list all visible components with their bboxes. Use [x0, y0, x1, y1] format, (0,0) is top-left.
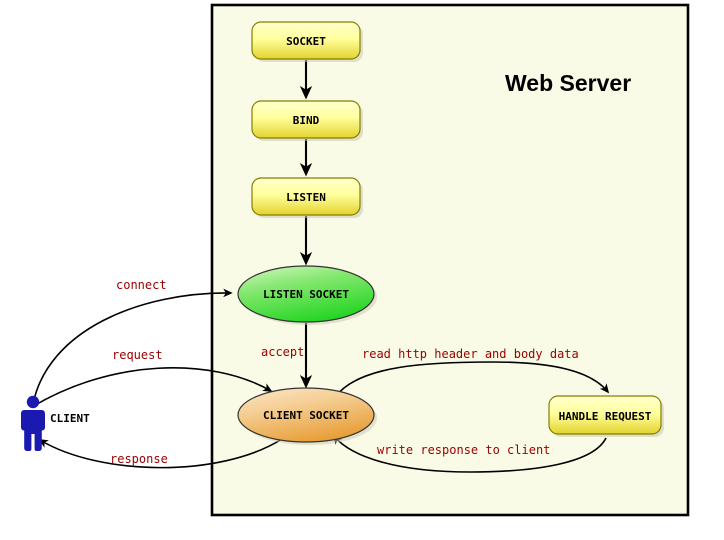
- edge-read-http: read http header and body data: [335, 347, 610, 397]
- person-icon: [21, 395, 45, 451]
- node-socket-label: SOCKET: [286, 35, 326, 48]
- edge-response: response: [38, 438, 283, 469]
- edge-connect-label: connect: [116, 278, 167, 292]
- node-handle-request-label: HANDLE REQUEST: [559, 410, 652, 423]
- node-client-socket-label: CLIENT SOCKET: [263, 409, 349, 422]
- node-listen-socket[interactable]: LISTEN SOCKET: [237, 265, 377, 325]
- node-listen[interactable]: LISTEN: [251, 177, 363, 218]
- edge-write-response-path: [332, 434, 607, 473]
- edge-response-path: [38, 438, 283, 469]
- edge-accept-label: accept: [261, 345, 304, 359]
- node-listen-rect: [251, 177, 361, 216]
- edge-request-label: request: [112, 348, 163, 362]
- edge-request: request: [31, 348, 273, 408]
- person-icon-head: [26, 395, 40, 409]
- edge-connect-path: [32, 288, 233, 405]
- node-listen-socket-label: LISTEN SOCKET: [263, 288, 349, 301]
- edge-connect: connect: [32, 278, 233, 405]
- person-icon-body: [21, 410, 45, 451]
- edge-accept: accept: [261, 323, 313, 389]
- node-listen-label: LISTEN: [286, 191, 326, 204]
- edge-read-http-label: read http header and body data: [362, 347, 579, 361]
- node-handle-request[interactable]: HANDLE REQUEST: [548, 395, 664, 437]
- node-handle-request-rect: [548, 395, 662, 435]
- node-client-socket[interactable]: CLIENT SOCKET: [237, 387, 377, 445]
- node-client-socket-ellipse: [237, 387, 375, 443]
- node-bind[interactable]: BIND: [251, 100, 363, 141]
- edge-write-response: write response to client: [332, 434, 607, 473]
- node-listen-socket-ellipse: [237, 265, 375, 323]
- edge-write-response-label: write response to client: [377, 443, 550, 457]
- web-server-title: Web Server: [505, 70, 631, 96]
- client-label: CLIENT: [50, 412, 90, 425]
- client-actor[interactable]: CLIENT: [21, 395, 90, 451]
- node-bind-label: BIND: [293, 114, 320, 127]
- edge-response-label: response: [110, 452, 168, 466]
- node-socket[interactable]: SOCKET: [251, 21, 363, 62]
- edge-read-http-path: [335, 361, 610, 397]
- node-bind-rect: [251, 100, 361, 139]
- edge-request-path: [31, 367, 273, 408]
- node-socket-rect: [251, 21, 361, 60]
